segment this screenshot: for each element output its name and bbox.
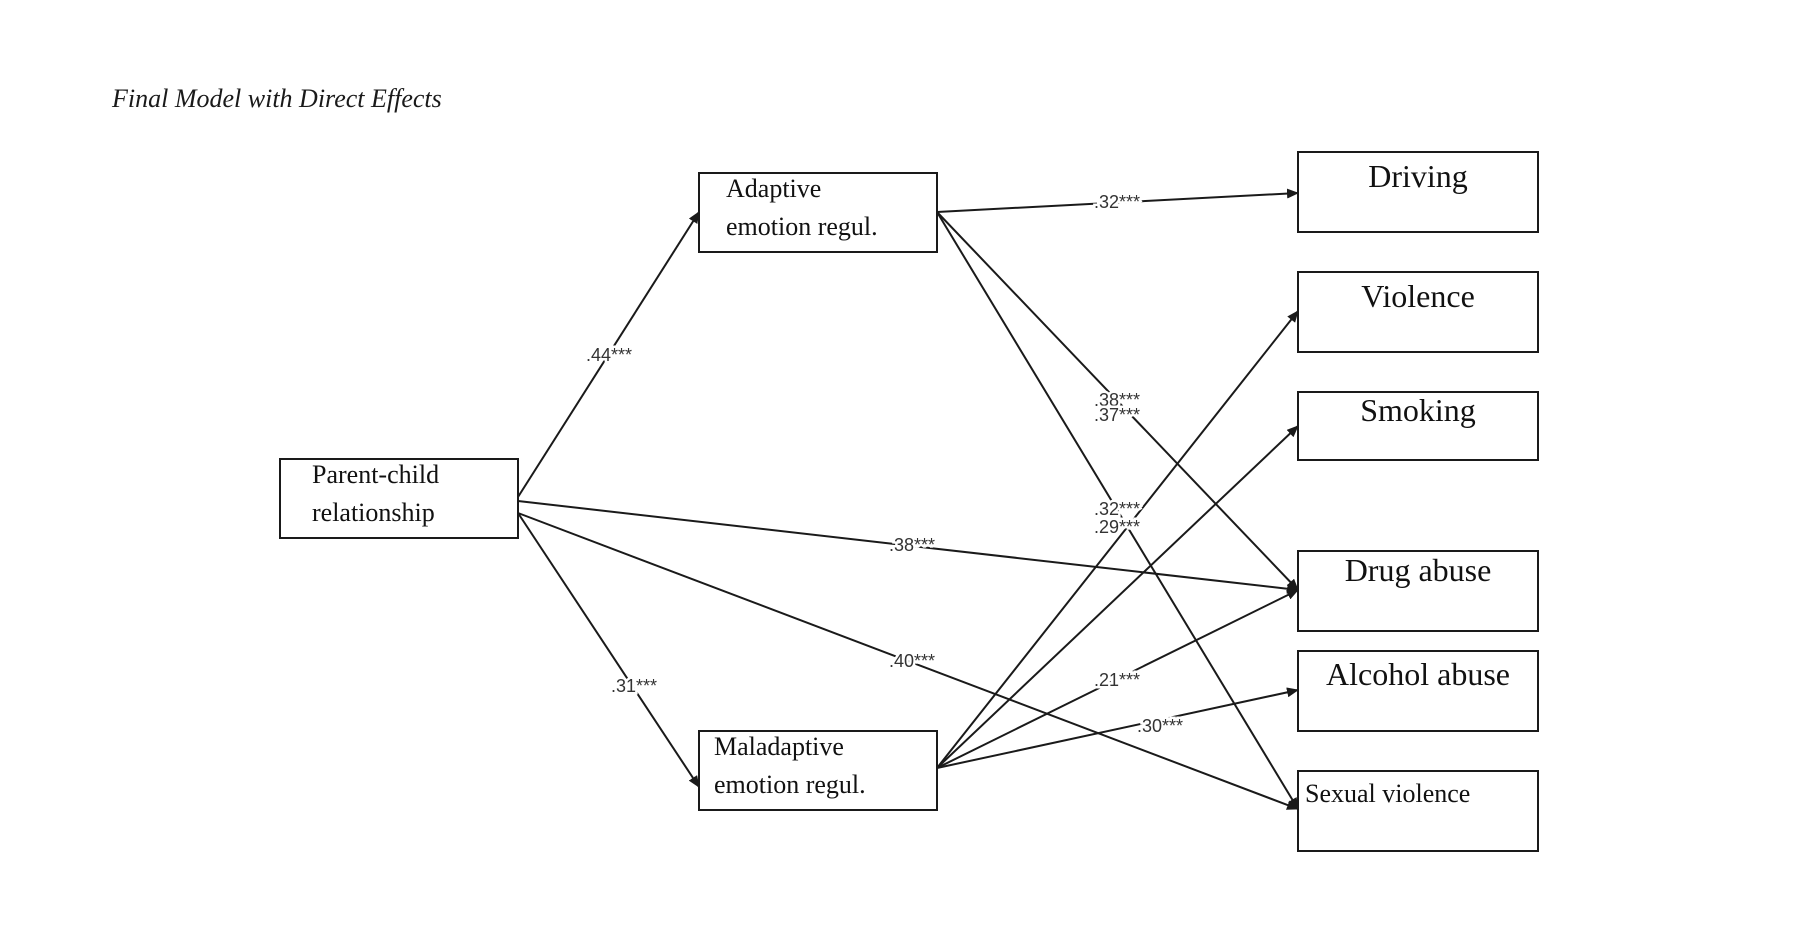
node-box-smoking: [1297, 391, 1539, 461]
path-coefficient-parent-to-maladaptive: .31***: [611, 676, 657, 696]
node-alcohol: Alcohol abuse: [1297, 650, 1539, 732]
node-label-smoking: Smoking: [1360, 392, 1476, 428]
path-coefficient-maladaptive-to-alcohol: .30***: [1137, 716, 1183, 736]
path-coefficient-adaptive-to-sexual: .32***: [1094, 499, 1140, 519]
path-arrow-parent-to-sexual: [517, 512, 1299, 810]
node-box-driving: [1297, 151, 1539, 233]
node-label-violence: Violence: [1361, 278, 1475, 314]
node-label-adaptive: Adaptive: [726, 174, 821, 203]
path-coefficient-maladaptive-to-drug: .21***: [1094, 670, 1140, 690]
node-parent: Parent-child relationship: [279, 458, 519, 539]
node-box-parent: [279, 458, 519, 539]
node-violence: Violence: [1297, 271, 1539, 353]
path-arrow-maladaptive-to-drug: [936, 589, 1299, 769]
node-driving: Driving: [1297, 151, 1539, 233]
path-arrow-adaptive-to-driving: [936, 188, 1299, 213]
path-arrow-parent-to-adaptive: [517, 211, 700, 498]
edges-layer: [517, 188, 1299, 810]
node-drug: Drug abuse: [1297, 550, 1539, 632]
node-label-maladaptive: emotion regul.: [714, 770, 866, 799]
node-box-violence: [1297, 271, 1539, 353]
path-arrow-maladaptive-to-alcohol: [936, 687, 1299, 769]
node-smoking: Smoking: [1297, 391, 1539, 461]
node-box-adaptive: [698, 172, 938, 253]
path-coefficient-adaptive-to-driving: .32***: [1094, 192, 1140, 212]
node-label-driving: Driving: [1368, 158, 1468, 194]
node-label-sexual: Sexual violence: [1305, 779, 1470, 808]
path-coefficient-maladaptive-to-smoking: .29***: [1094, 517, 1140, 537]
node-box-maladaptive: [698, 730, 938, 811]
node-label-alcohol: Alcohol abuse: [1326, 656, 1510, 692]
node-adaptive: Adaptive emotion regul.: [698, 172, 938, 253]
edge-labels-layer: .44*** .31*** .38*** .40*** .32*** .38*** .32*…: [583, 189, 1185, 738]
node-label-adaptive: emotion regul.: [726, 212, 878, 241]
node-label-parent: relationship: [312, 498, 435, 527]
node-sexual: Sexual violence: [1297, 770, 1539, 852]
node-label-maladaptive: Maladaptive: [714, 732, 844, 761]
node-maladaptive: Maladaptive emotion regul.: [698, 730, 938, 811]
node-box-alcohol: [1297, 650, 1539, 732]
node-box-sexual: [1297, 770, 1539, 852]
path-arrow-adaptive-to-sexual: [936, 211, 1299, 810]
path-coefficient-parent-to-adaptive: .44***: [586, 345, 632, 365]
figure-title: Final Model with Direct Effects: [112, 84, 442, 113]
path-arrow-maladaptive-to-violence: [936, 310, 1299, 769]
path-arrow-adaptive-to-drug: [936, 211, 1299, 591]
path-arrow-parent-to-drug: [517, 500, 1299, 594]
path-arrow-parent-to-maladaptive: [517, 512, 700, 788]
node-label-drug: Drug abuse: [1345, 552, 1492, 588]
path-arrow-maladaptive-to-smoking: [936, 425, 1299, 769]
path-coefficient-parent-to-sexual: .40***: [889, 651, 935, 671]
nodes-layer: Parent-child relationship Adaptive emotion …: [279, 151, 1539, 852]
path-coefficient-adaptive-to-drug: .38***: [1094, 390, 1140, 410]
path-coefficient-parent-to-drug: .38***: [889, 535, 935, 555]
node-box-drug: [1297, 550, 1539, 632]
path-coefficient-maladaptive-to-violence: .37***: [1094, 405, 1140, 425]
node-label-parent: Parent-child: [312, 460, 439, 489]
